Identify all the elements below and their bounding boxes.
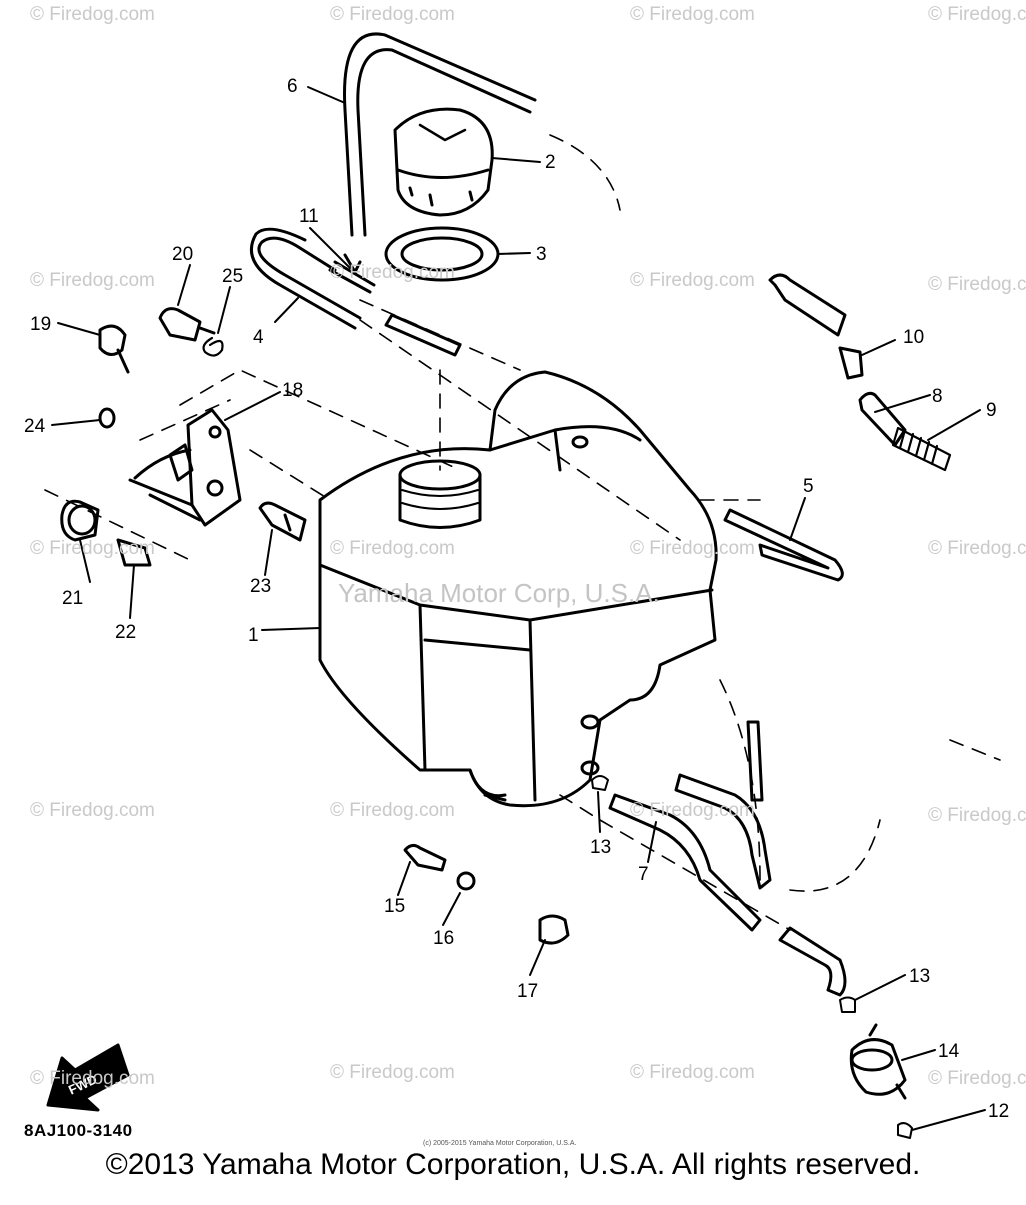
part-15-bolt	[403, 843, 447, 872]
callout-20: 20	[172, 244, 193, 265]
callout-16: 16	[433, 928, 454, 949]
part-21-grommet	[60, 499, 100, 542]
callout-10: 10	[903, 327, 924, 348]
part-13-clamp-lower	[839, 996, 856, 1013]
watermark: © Firedog.com	[928, 4, 1026, 25]
watermark: © Firedog.com	[630, 538, 755, 559]
part-2-cap	[393, 107, 494, 217]
part-18-bracket	[128, 408, 242, 527]
part-8-hose	[858, 391, 907, 447]
callout-2: 2	[545, 152, 556, 173]
part-19-screw	[98, 324, 130, 374]
part-10-fitting	[838, 346, 864, 380]
part-1-tank	[318, 370, 718, 808]
callout-5: 5	[803, 476, 814, 497]
part-14-filter	[849, 1023, 907, 1100]
callout-labels: 6 2 3 11 4 20 25 19 18 24 10 8 9 5 21 22…	[24, 76, 1009, 1122]
watermark: © Firedog.com	[30, 270, 155, 291]
guide-line	[359, 319, 681, 541]
callout-18: 18	[282, 380, 303, 401]
callout-6: 6	[287, 76, 298, 97]
watermark: © Firedog.com	[630, 4, 755, 25]
callout-17: 17	[517, 981, 538, 1002]
watermark: © Firedog.com	[330, 262, 455, 283]
part-23-bolt	[258, 501, 307, 542]
watermark: © Firedog.com	[330, 1062, 455, 1083]
watermark: © Firedog.com	[630, 1062, 755, 1083]
callout-7: 7	[638, 864, 649, 885]
part-20-bolt	[158, 307, 216, 342]
watermark: © Firedog.com	[30, 1068, 155, 1089]
watermark: © Firedog.com	[928, 805, 1026, 826]
callout-15: 15	[384, 896, 405, 917]
part-5-hose	[723, 508, 844, 582]
callout-22: 22	[115, 622, 136, 643]
part-25-clip	[202, 336, 224, 357]
callout-4: 4	[253, 327, 264, 348]
callout-3: 3	[536, 244, 547, 265]
watermark: © Firedog.com	[330, 4, 455, 25]
part-16-washer	[456, 871, 476, 891]
part-24-washer	[98, 407, 116, 429]
watermark: © Firedog.com	[928, 538, 1026, 559]
part-17-cap	[538, 914, 570, 945]
callout-11: 11	[299, 206, 319, 227]
watermark: © Firedog.com	[30, 800, 155, 821]
callout-12: 12	[988, 1101, 1009, 1122]
part-13-clamp	[591, 775, 609, 791]
copyright-notice: ©2013 Yamaha Motor Corporation, U.S.A. A…	[105, 1148, 921, 1181]
fwd-arrow	[46, 1043, 130, 1112]
watermark: © Firedog.com	[30, 538, 155, 559]
watermark: © Firedog.com	[630, 270, 755, 291]
part-7-hose	[608, 793, 762, 932]
watermark: © Firedog.com	[928, 274, 1026, 295]
part-12-clip	[897, 1122, 913, 1139]
callout-21: 21	[62, 588, 83, 609]
part-code: 8AJ100-3140	[24, 1121, 133, 1140]
center-watermark: Yamaha Motor Corp, U.S.A.	[338, 578, 660, 608]
watermark: © Firedog.com	[330, 538, 455, 559]
callout-24: 24	[24, 416, 46, 437]
part-9-spring	[891, 426, 952, 472]
small-copyright: (c) 2005-2015 Yamaha Motor Corporation, …	[423, 1140, 577, 1147]
callout-25: 25	[222, 266, 243, 287]
watermark: © Firedog.com	[630, 800, 755, 821]
watermark: © Firedog.com	[330, 800, 455, 821]
part-4-hose	[250, 227, 362, 330]
part-11-tee	[328, 253, 376, 294]
part-6-hose	[343, 32, 537, 237]
callout-19: 19	[30, 314, 51, 335]
callout-8: 8	[932, 386, 943, 407]
watermark: © Firedog.com	[30, 4, 155, 25]
callout-14: 14	[938, 1041, 960, 1062]
callout-13b: 13	[909, 966, 930, 987]
callout-13a: 13	[590, 837, 611, 858]
part-22-collar	[116, 538, 152, 567]
callout-23: 23	[250, 576, 271, 597]
watermark: © Firedog.com	[928, 1068, 1026, 1089]
callout-1: 1	[248, 625, 259, 646]
callout-9: 9	[986, 400, 997, 421]
